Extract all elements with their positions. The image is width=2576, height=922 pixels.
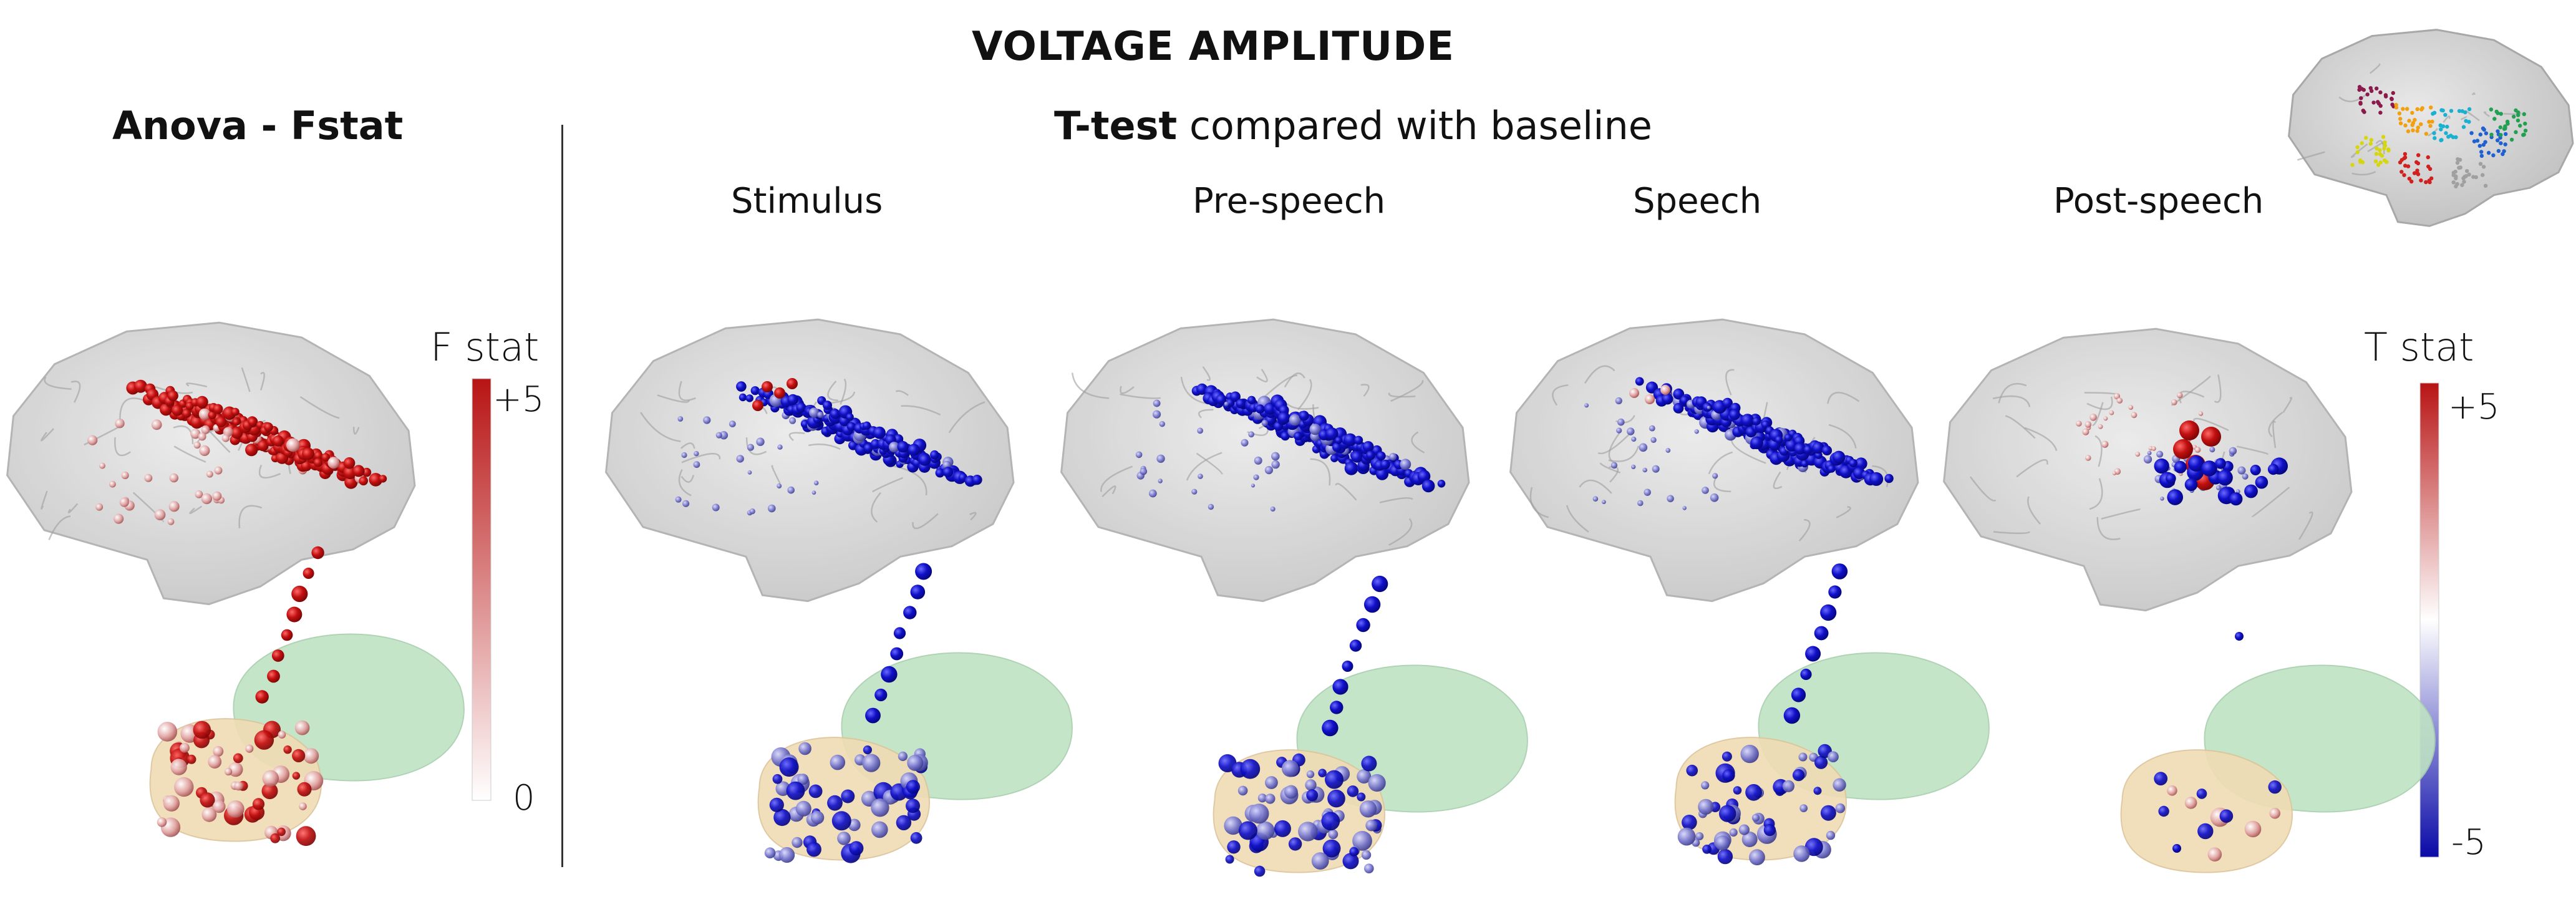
subcortical-pre-speech <box>1213 575 1528 877</box>
brain-lateral-icon <box>6 321 416 606</box>
tstat-colorbar <box>2419 382 2439 858</box>
brain-atlas-inset-icon <box>2288 29 2574 227</box>
condition-label-stimulus: Stimulus <box>731 181 883 221</box>
brain-lateral-icon <box>1943 328 2353 612</box>
subcortical-anova <box>149 546 465 847</box>
subcortical-speech <box>1674 563 1990 866</box>
condition-label-pre-speech: Pre-speech <box>1193 181 1386 221</box>
brain-lateral-icon <box>1060 318 1470 603</box>
condition-label-speech: Speech <box>1633 181 1762 221</box>
ttest-title: T-test compared with baseline <box>1054 103 1652 148</box>
tstat-colorbar-title: T stat <box>2364 324 2474 370</box>
ttest-title-bold: T-test <box>1054 103 1178 148</box>
subcortical-post-speech <box>2120 632 2436 873</box>
fstat-colorbar-min-label: 0 <box>513 778 535 818</box>
brain-lateral-icon <box>605 318 1015 603</box>
ttest-title-rest: compared with baseline <box>1177 103 1652 148</box>
tstat-colorbar-max-label: +5 <box>2448 387 2500 427</box>
subcortical-stimulus <box>757 563 1073 863</box>
tstat-colorbar-min-label: -5 <box>2451 822 2486 863</box>
fstat-colorbar <box>472 378 491 801</box>
main-title: VOLTAGE AMPLITUDE <box>972 24 1455 70</box>
condition-label-post-speech: Post-speech <box>2053 181 2264 221</box>
brain-lateral-icon <box>1509 318 1919 603</box>
fstat-colorbar-max-label: +5 <box>493 379 545 420</box>
fstat-colorbar-title: F stat <box>430 324 540 370</box>
anova-title: Anova - Fstat <box>112 103 404 148</box>
panel-divider <box>561 125 563 867</box>
